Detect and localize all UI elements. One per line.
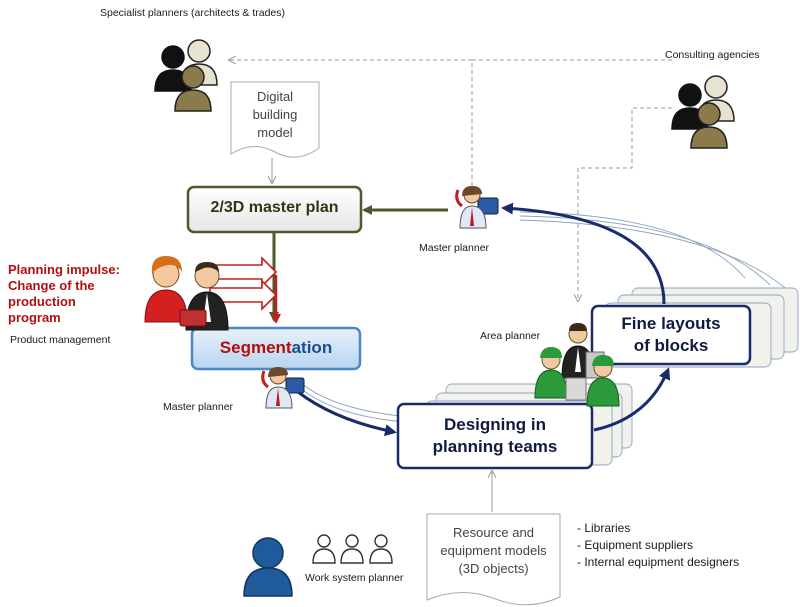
area-planner-icon [534,323,620,407]
doc-line: Resource and [453,525,534,540]
specialist-planners-label: Specialist planners (architects & trades… [100,7,285,19]
source-item: - Internal equipment designers [577,555,740,569]
product-management-icon [144,256,229,331]
fine-layouts-line: of blocks [633,336,709,355]
masterplan-title: 2/3D master plan [210,199,339,216]
planning-impulse-text: Planning impulse: Change of the producti… [8,262,128,326]
masterplan-box [186,185,363,234]
source-item: - Libraries [577,521,631,535]
connector-consulting-branch [578,107,672,300]
arrow-masterplanner-to-designing [297,390,397,437]
dashed-connectors [230,60,672,300]
doc-line: (3D objects) [458,561,529,576]
master-planner-bottom-icon [261,367,305,409]
doc-line: Digital [256,89,294,104]
product-management-label: Product management [10,334,111,346]
fine-layouts-title: Fine layouts of blocks [592,313,750,357]
master-planner-top-label: Master planner [419,242,490,254]
sources-list: - Libraries - Equipment suppliers - Inte… [577,520,739,571]
fine-layouts-line: Fine layouts [621,314,721,333]
work-system-planner-icon [243,534,393,597]
impulse-line: Change of the [8,278,95,293]
segmentation-title: Segmentation [192,338,360,358]
doc-line: building [252,107,298,122]
work-system-planner-label: Work system planner [305,572,404,584]
digital-model-doc [230,81,320,158]
designing-line: Designing in [444,415,546,434]
master-planner-top-icon [455,186,499,229]
designing-line: planning teams [432,437,558,456]
digital-model-text: Digital building model [231,88,319,142]
segmentation-part-a: Segment [219,338,292,357]
designing-box [396,402,594,470]
master-planner-bottom-label: Master planner [163,401,234,413]
area-planner-label: Area planner [480,330,541,342]
impulse-line: program [8,310,61,325]
arrow-fine-layouts-to-master-planner [501,202,666,305]
arrow-designing-to-fine-layouts [593,367,671,432]
consulting-agencies-label: Consulting agencies [665,49,760,61]
cycle-echo-arcs [299,211,791,423]
segmentation-part-b: ation [291,338,333,357]
specialist-planners-icon [154,39,218,112]
resource-models-text: Resource and equipment models (3D object… [425,524,562,578]
fine-layouts-box [590,304,752,366]
consulting-agencies-icon [671,75,735,149]
impulse-line: production [8,294,76,309]
source-item: - Equipment suppliers [577,538,694,552]
resource-models-doc [426,513,561,606]
doc-line: equipment models [440,543,547,558]
impulse-arrows [209,256,278,311]
impulse-line: Planning impulse: [8,262,120,277]
doc-line: model [257,125,293,140]
connector-consulting-to-specialist [472,59,672,192]
designing-title: Designing in planning teams [398,414,592,458]
